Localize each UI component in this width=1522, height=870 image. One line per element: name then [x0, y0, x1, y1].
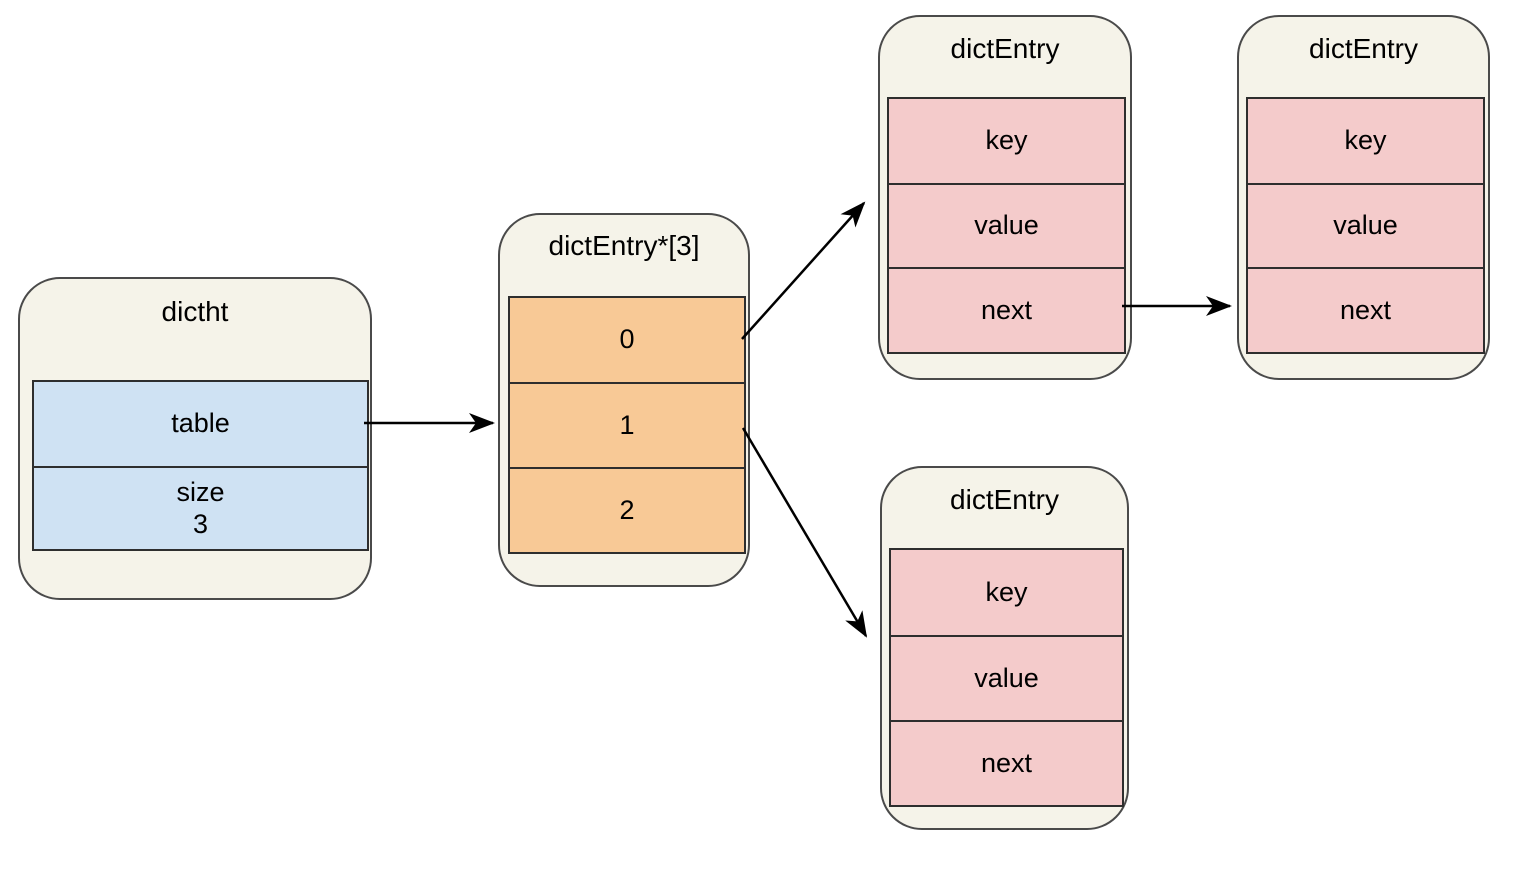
dictht-field-size-label: size [176, 477, 225, 508]
bucket-slot-0: 0 [510, 298, 744, 382]
entry-bottom-field-key: key [891, 550, 1122, 635]
dictht-field-size: size 3 [34, 466, 367, 549]
entry-right-field-value: value [1248, 183, 1483, 267]
node-dictht-title: dictht [161, 296, 229, 327]
entry-right-field-key: key [1248, 99, 1483, 183]
entry-top-field-stack: key value next [887, 97, 1126, 354]
entry-top-field-value: value [889, 183, 1124, 267]
entry-bottom-field-stack: key value next [889, 548, 1124, 807]
node-entry-top: dictEntry key value next [878, 15, 1132, 380]
dictht-field-stack: table size 3 [32, 380, 369, 551]
entry-right-field-next: next [1248, 267, 1483, 352]
node-bucket-array-title: dictEntry*[3] [548, 230, 700, 261]
edge-slot0-to-entry-top-arrow [741, 201, 866, 340]
bucket-slot-1: 1 [510, 382, 744, 467]
dictht-field-size-value: 3 [192, 508, 209, 539]
entry-right-field-stack: key value next [1246, 97, 1485, 354]
dictht-field-table: table [34, 382, 367, 466]
bucket-array-slot-stack: 0 1 2 [508, 296, 746, 554]
entry-bottom-field-value: value [891, 635, 1122, 720]
node-entry-top-title: dictEntry [950, 33, 1060, 64]
bucket-slot-2: 2 [510, 467, 744, 552]
node-dictht: dictht table size 3 [18, 277, 372, 600]
node-entry-bottom-title: dictEntry [950, 484, 1059, 515]
node-entry-right: dictEntry key value next [1237, 15, 1490, 380]
entry-top-field-next: next [889, 267, 1124, 352]
node-entry-right-title: dictEntry [1309, 33, 1418, 64]
edge-slot1-to-entry-bottom-arrow [741, 427, 868, 638]
node-entry-bottom: dictEntry key value next [880, 466, 1129, 830]
node-bucket-array: dictEntry*[3] 0 1 2 [498, 213, 750, 587]
entry-top-field-key: key [889, 99, 1124, 183]
entry-bottom-field-next: next [891, 720, 1122, 805]
